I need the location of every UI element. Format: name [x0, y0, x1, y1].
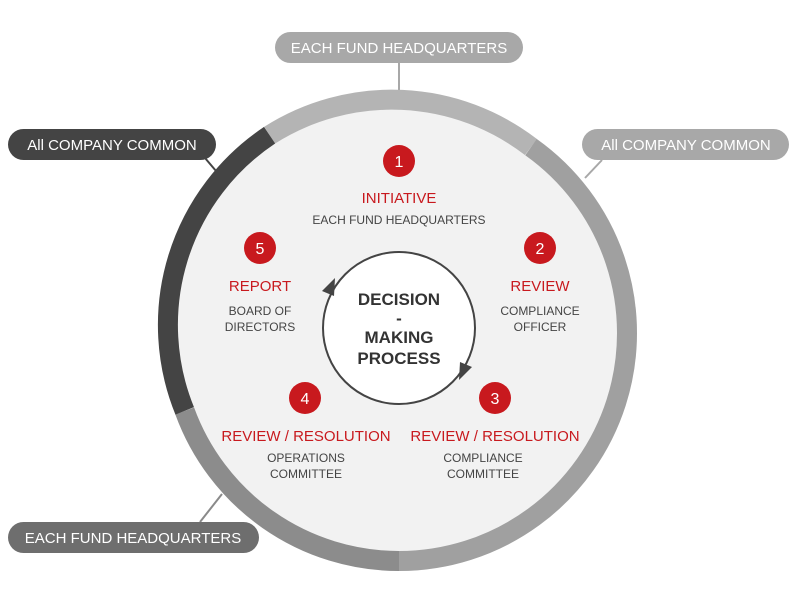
- step-4: 4 REVIEW / RESOLUTION OPERATIONS COMMITT…: [221, 382, 391, 481]
- step-5-subtitle-2: DIRECTORS: [225, 320, 295, 334]
- pill-top-right: All COMPANY COMMON: [582, 129, 789, 160]
- center-line-1: DECISION: [358, 290, 440, 309]
- step-3-badge: [479, 382, 511, 414]
- step-1-badge: [383, 145, 415, 177]
- center-line-4: PROCESS: [357, 349, 440, 368]
- step-3-subtitle-1: COMPLIANCE: [443, 451, 522, 465]
- step-5-title: REPORT: [229, 278, 291, 295]
- step-4-number: 4: [301, 391, 310, 408]
- step-3-subtitle-2: COMMITTEE: [447, 467, 519, 481]
- step-4-title: REVIEW / RESOLUTION: [221, 428, 390, 445]
- step-3-title: REVIEW / RESOLUTION: [410, 428, 579, 445]
- cycle-arrow-upper-left: [322, 278, 335, 296]
- step-2-subtitle-2: OFFICER: [514, 320, 567, 334]
- connector-top-right: [584, 159, 603, 179]
- pill-top-label: EACH FUND HEADQUARTERS: [291, 40, 507, 57]
- step-1: 1 INITIATIVE EACH FUND HEADQUARTERS: [312, 145, 486, 227]
- step-4-subtitle-2: COMMITTEE: [270, 467, 342, 481]
- cycle-circle: [322, 251, 476, 405]
- pill-bottom-left-label: EACH FUND HEADQUARTERS: [25, 530, 241, 547]
- step-2-badge: [524, 232, 556, 264]
- step-2-title: REVIEW: [510, 278, 570, 295]
- center-line-3: MAKING: [365, 328, 434, 347]
- ring-arc-top: [264, 89, 538, 156]
- pill-bottom-left: EACH FUND HEADQUARTERS: [8, 522, 259, 553]
- step-1-subtitle: EACH FUND HEADQUARTERS: [312, 213, 485, 227]
- step-5-number: 5: [256, 241, 265, 258]
- step-5-subtitle-1: BOARD OF: [229, 304, 292, 318]
- step-2-subtitle-1: COMPLIANCE: [500, 304, 579, 318]
- cycle-arrow-lower-right: [459, 362, 472, 380]
- pill-top-left-label: All COMPANY COMMON: [27, 137, 196, 154]
- step-1-number: 1: [395, 154, 404, 171]
- ring-arc-left: [157, 126, 276, 415]
- step-2: 2 REVIEW COMPLIANCE OFFICER: [500, 232, 580, 334]
- step-3-number: 3: [491, 391, 500, 408]
- ring-arc-bottom-left: [175, 407, 400, 571]
- center-line-2: -: [396, 309, 402, 328]
- step-2-number: 2: [536, 241, 545, 258]
- step-3: 3 REVIEW / RESOLUTION COMPLIANCE COMMITT…: [410, 382, 580, 481]
- pill-top-left: All COMPANY COMMON: [8, 129, 216, 160]
- connector-bottom-left: [199, 493, 223, 523]
- step-5: 5 REPORT BOARD OF DIRECTORS: [225, 232, 295, 334]
- step-4-subtitle-1: OPERATIONS: [267, 451, 345, 465]
- step-1-title: INITIATIVE: [362, 190, 437, 207]
- pill-top-right-label: All COMPANY COMMON: [601, 137, 770, 154]
- step-4-badge: [289, 382, 321, 414]
- pill-top: EACH FUND HEADQUARTERS: [275, 32, 523, 63]
- ring-arc-right: [398, 138, 637, 571]
- step-5-badge: [244, 232, 276, 264]
